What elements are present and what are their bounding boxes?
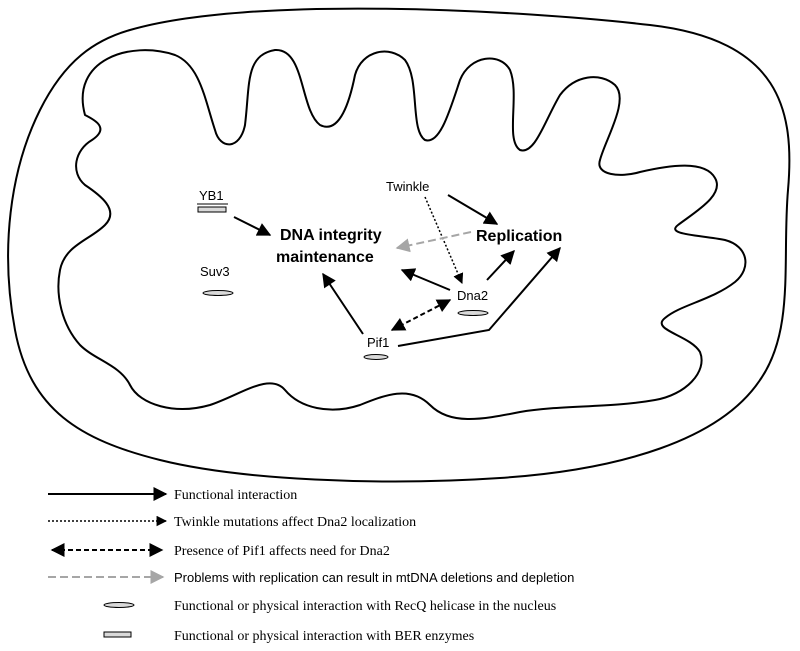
label-suv3: Suv3 [200, 264, 230, 279]
arrow-pif1-dna2-bidirectional [390, 299, 452, 331]
legend-pif1-text: Presence of Pif1 affects need for Dna2 [174, 544, 390, 559]
label-dna-integrity-line2: maintenance [276, 249, 374, 266]
label-pif1: Pif1 [367, 335, 389, 350]
outer-membrane [7, 7, 791, 483]
inner-membrane [57, 48, 747, 420]
label-dna-integrity-line1: DNA integrity [280, 227, 382, 244]
label-twinkle: Twinkle [386, 179, 429, 194]
recq-symbol-pif1 [363, 354, 389, 360]
legend-ber-symbol [103, 631, 132, 638]
legend-recq-text: Functional or physical interaction with … [174, 599, 556, 614]
recq-symbol-dna2 [457, 310, 489, 316]
arrow-yb1-to-dna-integrity [233, 216, 272, 236]
ber-symbol-yb1 [197, 206, 227, 213]
arrow-pif1-to-dna-integrity [322, 272, 364, 335]
legend-ber-text: Functional or physical interaction with … [174, 629, 474, 644]
recq-symbol-suv3 [202, 290, 234, 296]
legend-functional-text: Functional interaction [174, 488, 297, 503]
legend-twinkle-text: Twinkle mutations affect Dna2 localizati… [174, 515, 416, 530]
arrow-dna2-to-replication [486, 249, 515, 281]
arrow-pif1-to-replication [397, 246, 561, 347]
legend-recq-symbol [103, 602, 135, 608]
label-yb1: YB1 [199, 188, 224, 203]
legend-replication-problems-text: Problems with replication can result in … [174, 570, 574, 585]
label-dna2: Dna2 [457, 288, 488, 303]
arrow-twinkle-to-replication [447, 194, 499, 225]
arrow-dna2-to-dna-integrity [400, 268, 451, 291]
label-replication: Replication [476, 228, 562, 245]
arrow-replication-grey-to-dna-integrity [395, 231, 472, 253]
